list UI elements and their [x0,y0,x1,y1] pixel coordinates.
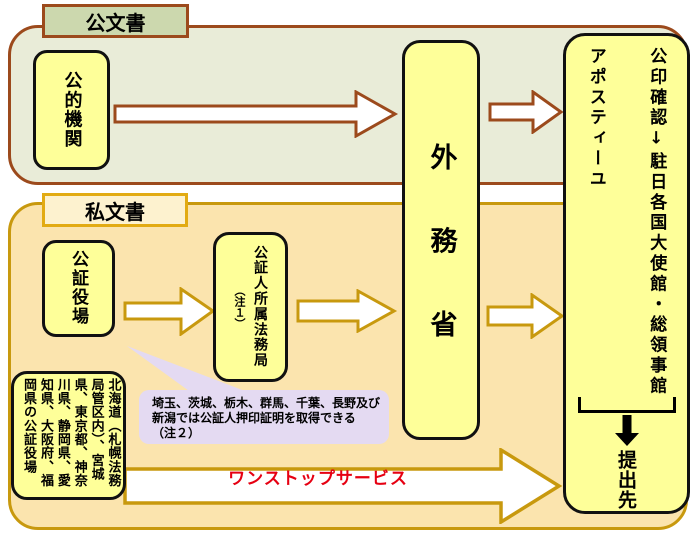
public-seal-confirmation-label: 公印確認↓駐日各国大使館・総領事館 [646,47,667,397]
regional-notary-list-node: 北海道（札幌法務局管区内）、宮城県、東京都、神奈川県、静岡県、愛知県、大阪府、福… [11,371,126,500]
private-documents-tab-label: 私文書 [85,199,145,224]
notary-office-node: 公証役場 [42,240,115,337]
arrow-mofa-to-result-top [488,90,564,134]
official-documents-tab: 公文書 [42,4,189,38]
notary-office-label: 公証役場 [68,250,88,327]
down-arrow-shaft [622,415,631,433]
official-documents-tab-label: 公文書 [85,10,146,35]
note-callout: 埼玉、茨城、栃木、群馬、千葉、長野及び 新潟では公証人押印証明を取得できる （注… [139,390,389,444]
down-arrow-icon [614,415,639,446]
grouping-bracket [577,397,676,413]
arrow-public-to-mofa [113,90,399,138]
mofa-label: 外務省 [425,142,457,394]
mofa-node: 外務省 [402,40,480,440]
public-institution-node: 公的機関 [33,50,110,170]
legal-affairs-bureau-label: 公証人所属法務局 [252,245,268,369]
down-arrow-head [614,433,639,446]
note-line-2: 新潟では公証人押印証明を取得できる [152,411,356,425]
public-institution-label: 公的機関 [61,71,83,149]
regional-notary-list-label: 北海道（札幌法務局管区内）、宮城県、東京都、神奈川県、静岡県、愛知県、大阪府、福… [21,377,121,487]
arrow-bureau-to-mofa [296,289,398,333]
onestop-service-arrow [123,448,563,524]
legal-affairs-bureau-note: （注１） [233,285,246,329]
note-callout-tail [127,346,258,396]
note-line-3: （注２） [152,426,201,440]
arrow-notary-to-bureau [123,287,216,336]
submission-destination-label: 提出先 [615,450,637,510]
legal-affairs-bureau-node: 公証人所属法務局 （注１） [213,232,288,382]
onestop-service-label: ワンストップサービス [228,469,408,489]
arrow-mofa-to-result-bottom [486,293,565,339]
note-line-1: 埼玉、茨城、栃木、群馬、千葉、長野及び [152,396,381,410]
certification-columns: 公印確認↓駐日各国大使館・総領事館 アポスティーユ [566,47,687,397]
certification-result-node: 公印確認↓駐日各国大使館・総領事館 アポスティーユ 提出先 [563,33,690,514]
apostille-label: アポスティーユ [585,47,606,190]
private-documents-tab: 私文書 [42,193,188,227]
